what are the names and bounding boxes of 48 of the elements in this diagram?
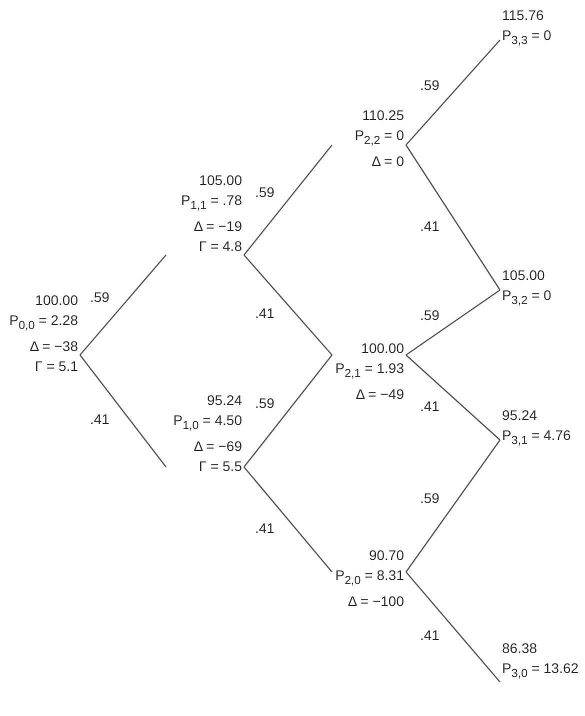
edge-label: .59: [254, 395, 276, 411]
delta-value: Δ = −49: [356, 384, 404, 404]
branch-line: [80, 254, 166, 356]
stock-price: 95.24: [502, 406, 538, 425]
option-value: P$_{1,1}$ = .78: [181, 191, 242, 214]
option-value: P$_{1,0}$ = 4.50: [173, 411, 242, 434]
delta-value: Δ = −100: [348, 592, 404, 611]
stock-price: 115.76: [502, 6, 544, 25]
stock-price: 105.00: [502, 266, 545, 285]
edge-label: .41: [89, 411, 110, 427]
option-value: P$_{2,2}$ = 0: [354, 126, 404, 149]
stock-price: 105.00: [199, 171, 242, 190]
option-value: P$_{2,1}$ = 1.93: [335, 359, 404, 382]
delta-value: Δ = 0: [372, 152, 404, 171]
delta-value: Δ = −19: [194, 216, 242, 236]
branch-line: [406, 354, 500, 440]
stock-price: 86.38: [502, 639, 538, 658]
branch-line: [406, 40, 500, 146]
branch-line: [405, 144, 501, 290]
option-value: P$_{3,2}$ = 0: [502, 286, 552, 309]
stock-price: 110.25: [362, 106, 404, 125]
branch-line: [243, 354, 333, 468]
branch-line: [406, 572, 500, 682]
option-value: P$_{3,3}$ = 0: [502, 26, 552, 49]
branch-line: [406, 289, 500, 356]
branch-line: [244, 254, 332, 356]
stock-price: 90.70: [368, 546, 404, 565]
stock-price: 100.00: [35, 291, 78, 310]
branch-line: [244, 144, 332, 256]
branch-line: [405, 440, 501, 572]
stock-price: 100.00: [361, 339, 404, 358]
option-value: P$_{0,0}$ = 2.28: [9, 311, 78, 334]
edge-label: .59: [254, 184, 276, 200]
branch-line: [244, 466, 332, 572]
option-value: P$_{3,0}$ = 13.62: [502, 659, 579, 682]
edge-label: .41: [254, 305, 276, 321]
edge-label: .41: [419, 627, 440, 643]
edge-label: .59: [419, 490, 440, 506]
option-value: P$_{2,0}$ = 8.31: [335, 566, 404, 589]
option-value: P$_{3,1}$ = 4.76: [502, 426, 571, 449]
gamma-value: Γ = 4.8: [198, 236, 242, 256]
edge-label: .59: [89, 289, 110, 305]
gamma-value: Γ = 5.5: [198, 456, 242, 476]
delta-value: Δ = −69: [194, 436, 242, 456]
branch-line: [79, 354, 167, 468]
stock-price: 95.24: [206, 391, 242, 410]
gamma-value: Γ = 5.1: [34, 356, 78, 376]
delta-value: Δ = −38: [30, 336, 78, 356]
